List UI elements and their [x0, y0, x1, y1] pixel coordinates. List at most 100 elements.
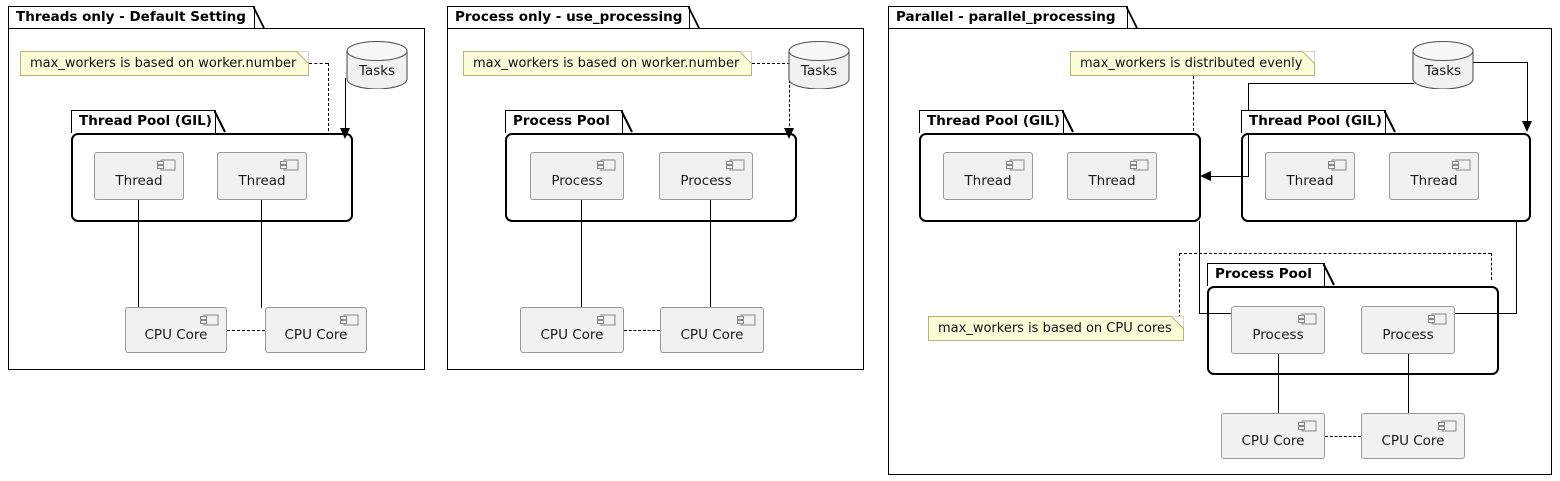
component-icon: [1130, 159, 1149, 171]
tab-corner-icon: [1062, 110, 1074, 133]
core-to-core-dashed-p3: [1325, 436, 1361, 437]
component-icon: [340, 314, 359, 326]
process-to-core-line-p2-a: [581, 200, 583, 308]
panel-title: Threads only - Default Setting: [16, 8, 246, 25]
component-label: Thread: [115, 172, 163, 189]
tab-corner-icon: [1384, 110, 1396, 133]
database-cylinder-icon: [788, 40, 850, 90]
tasks-to-pool1-line-h: [1248, 83, 1414, 85]
pool1-to-process1-line-v: [1199, 221, 1201, 314]
note-cpu-cores-connector-v1: [1179, 253, 1180, 323]
cpu-core-component: CPU Core: [660, 307, 764, 353]
note-fold-icon: [737, 50, 753, 66]
pool-title: Thread Pool (GIL): [79, 113, 212, 130]
process-component: Process: [530, 152, 624, 200]
tasks-label: Tasks: [1424, 63, 1462, 79]
pool2-to-process2-line-h: [1455, 313, 1517, 315]
component-icon: [157, 159, 176, 171]
tasks-to-pool2-line-v: [1527, 62, 1529, 124]
thread-component: Thread: [943, 152, 1033, 200]
thread-pool-p3-1-tab: Thread Pool (GIL): [919, 110, 1074, 133]
database-cylinder-icon: [346, 40, 408, 90]
pool-title: Thread Pool (GIL): [1249, 113, 1382, 130]
component-icon: [1452, 159, 1471, 171]
component-label: Thread: [1286, 172, 1334, 189]
note-connector-v-p3: [1193, 76, 1194, 131]
component-label: Thread: [1410, 172, 1458, 189]
component-label: Thread: [964, 172, 1012, 189]
thread-to-core-line-p1-a: [138, 200, 140, 308]
process-pool-p2-tab: Process Pool: [505, 110, 633, 133]
cpu-core-component: CPU Core: [1221, 413, 1325, 459]
tasks-to-pool-line-p1: [345, 78, 347, 131]
component-icon: [726, 159, 745, 171]
component-icon: [1428, 313, 1447, 325]
note-distributed-evenly: max_workers is distributed evenly: [1070, 50, 1316, 76]
note-text: max_workers is based on worker.number: [473, 56, 740, 71]
component-icon: [737, 314, 756, 326]
core-to-core-dashed-p2: [624, 330, 660, 331]
tasks-database-p1: Tasks: [345, 40, 409, 90]
panel-parallel: Parallel - parallel_processing: [888, 6, 1552, 475]
tab-corner-icon: [688, 6, 700, 29]
core-to-core-dashed-p1: [227, 330, 265, 331]
note-fold-icon: [1300, 50, 1316, 66]
process-component: Process: [1361, 306, 1455, 354]
process-to-core-line-p3-a: [1278, 354, 1280, 414]
component-icon: [1006, 159, 1025, 171]
tasks-to-pool1-line-h2: [1211, 176, 1249, 178]
database-cylinder-icon: [1412, 40, 1474, 90]
tasks-to-pool-line-p2: [789, 80, 790, 131]
panel-title: Process only - use_processing: [455, 8, 683, 25]
thread-component: Thread: [1067, 152, 1157, 200]
component-icon: [1298, 313, 1317, 325]
pool-title: Process Pool: [513, 113, 610, 130]
panel-parallel-tab: Parallel - parallel_processing: [888, 6, 1138, 29]
component-label: Thread: [1088, 172, 1136, 189]
cpu-core-component: CPU Core: [265, 307, 367, 353]
process-to-core-line-p3-b: [1408, 354, 1410, 414]
tasks-to-pool2-line-h: [1473, 62, 1528, 64]
note-max-workers-p2: max_workers is based on worker.number: [463, 50, 753, 76]
component-icon: [597, 159, 616, 171]
component-label: Process: [1382, 326, 1434, 343]
note-text: max_workers is based on worker.number: [30, 56, 297, 71]
component-label: Process: [1252, 326, 1304, 343]
tasks-to-pool-arrow-p2: [784, 128, 794, 139]
note-connector-v-p1: [328, 63, 329, 131]
component-label: Thread: [238, 172, 286, 189]
note-connector-h-p2: [752, 63, 790, 64]
panel-process-only-tab: Process only - use_processing: [447, 6, 700, 29]
component-icon: [597, 314, 616, 326]
tasks-label: Tasks: [358, 63, 396, 79]
tasks-to-pool1-arrow: [1200, 171, 1211, 181]
note-connector-h-p1: [309, 63, 328, 64]
cpu-core-component: CPU Core: [1361, 413, 1465, 459]
cpu-core-component: CPU Core: [520, 307, 624, 353]
pool-title: Thread Pool (GIL): [927, 113, 1060, 130]
component-label: Process: [551, 172, 603, 189]
tasks-label: Tasks: [800, 63, 838, 79]
note-text: max_workers is based on CPU cores: [938, 321, 1172, 336]
note-max-workers-p1: max_workers is based on worker.number: [20, 50, 310, 76]
note-fold-icon: [294, 50, 310, 66]
tasks-database-p2: Tasks: [787, 40, 851, 90]
component-label: CPU Core: [144, 326, 208, 343]
panel-threads-only-tab: Threads only - Default Setting: [8, 6, 265, 29]
note-cpu-cores-connector-h: [1179, 253, 1491, 254]
pool-title: Process Pool: [1215, 266, 1312, 283]
tab-corner-icon: [621, 110, 633, 133]
component-label: Process: [680, 172, 732, 189]
component-label: CPU Core: [1381, 432, 1445, 449]
panel-parallel-body: [888, 28, 1552, 475]
component-icon: [1438, 420, 1457, 432]
thread-component: Thread: [94, 152, 184, 200]
thread-component: Thread: [1389, 152, 1479, 200]
process-pool-p3-tab: Process Pool: [1207, 263, 1335, 286]
note-cpu-cores-connector-v2: [1491, 253, 1492, 280]
process-component: Process: [659, 152, 753, 200]
tasks-database-p3: Tasks: [1411, 40, 1475, 90]
component-label: CPU Core: [284, 326, 348, 343]
tab-corner-icon: [1323, 263, 1335, 286]
